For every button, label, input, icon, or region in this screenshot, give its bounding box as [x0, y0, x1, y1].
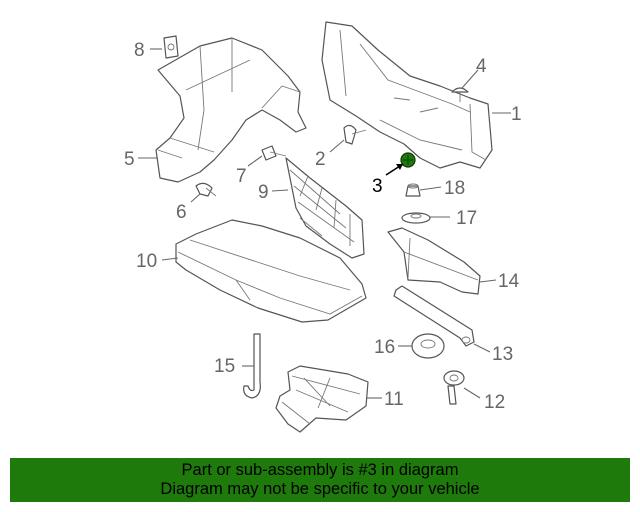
part-1-right-trim-panel: [321, 21, 493, 169]
part-7-bolt: [261, 145, 287, 161]
callout-6: 6: [176, 202, 187, 223]
callout-11: 11: [384, 389, 404, 410]
callout-3: 3: [372, 176, 383, 197]
leader-lines: [138, 48, 511, 399]
callout-12: 12: [484, 392, 505, 413]
part-3-fastener-highlighted: [400, 152, 416, 168]
part-10-cargo-floor-panel: [175, 219, 367, 323]
part-13-jack-handle: [393, 285, 475, 347]
callout-9: 9: [258, 182, 269, 203]
callout-15: 15: [214, 356, 235, 377]
callout-17: 17: [456, 208, 477, 229]
part-2-screw: [343, 124, 367, 145]
part-14-bracket: [387, 227, 481, 295]
banner-line-1: Part or sub-assembly is #3 in diagram: [181, 461, 459, 479]
part-15-strap: [243, 333, 261, 399]
part-18-nut: [405, 183, 421, 197]
callout-18: 18: [444, 178, 465, 199]
part-12-eye-bolt: [443, 370, 465, 405]
callout-labels: 1 2 3 4 5 6 7 8 9 10 11 12 13 14 15 16 1…: [124, 40, 522, 413]
callout-14: 14: [498, 271, 520, 292]
part-11-jack: [275, 365, 369, 433]
part-17-spacer: [401, 212, 431, 224]
part-16-cap: [411, 333, 445, 359]
callout-8: 8: [134, 40, 145, 61]
callout-16: 16: [374, 337, 395, 358]
callout-7: 7: [236, 166, 247, 187]
parts-diagram: 1 2 3 4 5 6 7 8 9 10 11 12 13 14 15 16 1…: [124, 21, 522, 433]
callout-2: 2: [315, 149, 326, 170]
banner-line-2: Diagram may not be specific to your vehi…: [160, 480, 480, 498]
notice-banner: Part or sub-assembly is #3 in diagram Di…: [10, 458, 630, 502]
part-5-left-trim-panel: [155, 37, 307, 183]
part-4-push-clip: [451, 87, 469, 102]
callout-10: 10: [136, 251, 157, 272]
callout-5: 5: [124, 149, 135, 170]
callout-4: 4: [476, 56, 487, 77]
part-6-push-pin: [195, 182, 217, 197]
callout-1: 1: [511, 104, 522, 125]
part-8-clip: [163, 35, 179, 59]
part-9-net-pocket: [285, 157, 365, 259]
callout-13: 13: [492, 344, 513, 365]
